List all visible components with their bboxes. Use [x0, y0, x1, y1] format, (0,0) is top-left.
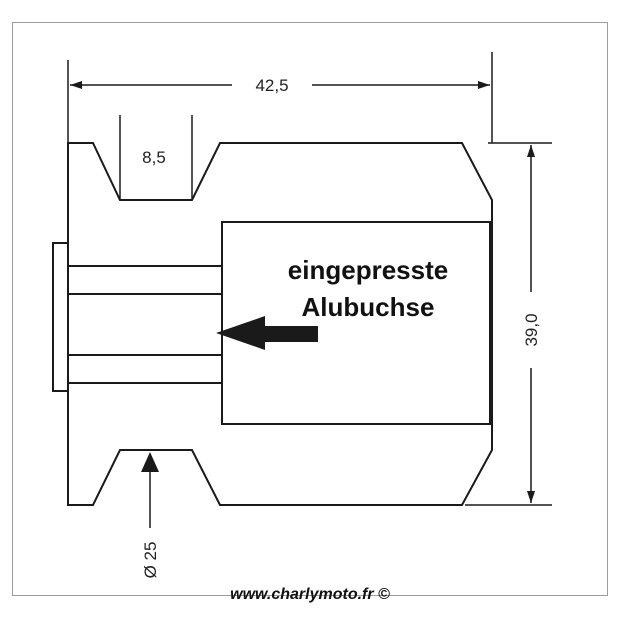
alu-bushing: [221, 221, 491, 425]
bushing-label-line2: Alubuchse: [302, 292, 435, 322]
dimension-diameter: Ø 25: [141, 542, 160, 579]
shaft-flange: [52, 242, 69, 392]
copyright-credit: www.charlymoto.fr ©: [230, 586, 390, 603]
drawing-frame: [12, 22, 608, 596]
dimension-overall-height: 39,0: [522, 313, 541, 346]
body-outline: [67, 142, 493, 506]
arrowhead-icon: [527, 491, 535, 503]
arrowhead-icon: [141, 452, 159, 472]
bushing-label-line1: eingepresste: [288, 255, 448, 285]
dimension-groove-width: 8,5: [142, 148, 166, 167]
dimension-overall-width: 42,5: [255, 76, 288, 95]
arrowhead-icon: [70, 81, 82, 89]
arrowhead-icon: [478, 81, 490, 89]
arrowhead-icon: [527, 145, 535, 157]
bushing-pointer-arrow-icon: [216, 316, 318, 350]
